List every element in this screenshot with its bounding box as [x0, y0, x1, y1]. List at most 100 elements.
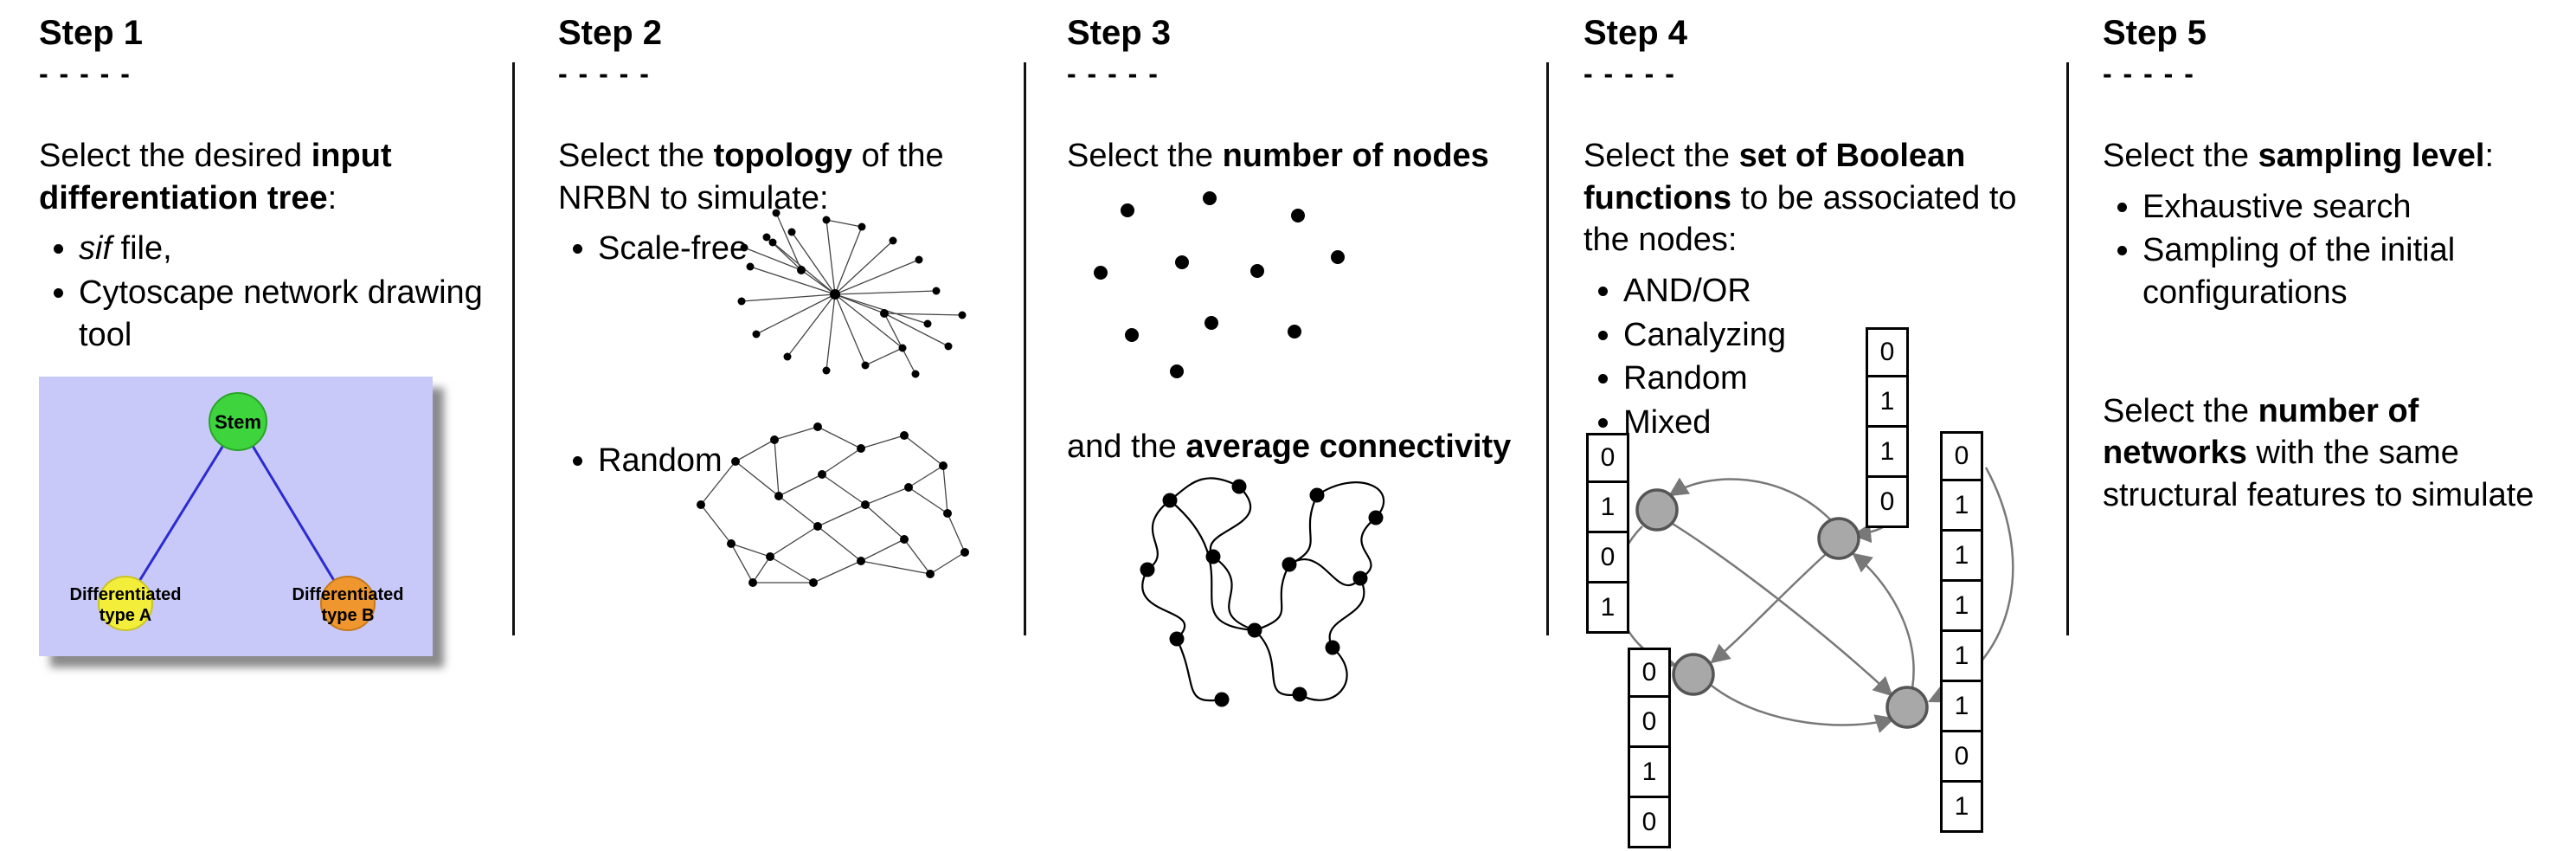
truth-table-cell: 1: [1586, 483, 1629, 533]
step5-bullet-list: Exhaustive searchSampling of the initial…: [2103, 186, 2562, 314]
truth-table-cell: 0: [1628, 798, 1671, 848]
step4-bullet-list: AND/ORCanalyzingRandomMixed: [1584, 270, 2054, 444]
truth-table-cell: 0: [1586, 533, 1629, 583]
instruction-text: with the same structural features to sim…: [2103, 435, 2534, 513]
stem-node: [209, 392, 267, 452]
step1-instruction: Select the desired input differentiation…: [39, 135, 491, 219]
step2-dashes: - - - - -: [558, 58, 651, 89]
random-network-graphic: [697, 422, 969, 587]
column-divider: [1024, 62, 1026, 635]
instruction-text: :: [2484, 138, 2495, 174]
instruction-text: of the NRBN to simulate:: [558, 138, 944, 216]
step1-bullet-list: sif file, Cytoscape network drawing tool: [39, 228, 491, 356]
step4-dashes: - - - - -: [1584, 58, 1676, 89]
network-arrow: [1711, 685, 1896, 733]
step3-title: Step 3: [1067, 14, 1172, 52]
truth-table-cell: 1: [1940, 682, 1983, 732]
step1-dashes: - - - - -: [39, 58, 132, 89]
boolean-node: [1885, 686, 1929, 729]
column-divider: [1546, 62, 1549, 635]
instruction-text: Select the: [558, 138, 714, 174]
step3-instruction: Select the number of nodes: [1067, 135, 1537, 177]
truth-table-cell: 0: [1940, 732, 1983, 783]
instruction-text: Select the: [1067, 138, 1223, 174]
tree-edge: [124, 421, 240, 604]
list-item-text: Cytoscape network drawing tool: [79, 274, 483, 353]
list-item-text: Random: [598, 442, 723, 479]
instruction-bold: set of Boolean functions: [1584, 138, 1966, 216]
list-item: Random: [598, 440, 723, 482]
type-a-node: [98, 576, 153, 632]
instruction-text: Select the: [1584, 138, 1739, 174]
step4-instruction: Select the set of Boolean functions to b…: [1584, 135, 2054, 261]
type-b-label-line2: type B: [321, 606, 374, 625]
truth-table-cell: 1: [1866, 377, 1909, 428]
tree-edge: [236, 421, 350, 604]
network-arrow: [1672, 522, 1893, 697]
list-item-text: file,: [112, 230, 172, 268]
step2-column: Step 2 - - - - - Select the topology of …: [515, 0, 1025, 851]
sif-italic: sif: [79, 230, 112, 268]
differentiation-tree-graphic: Stem Differentiated type A Differentiate…: [70, 392, 404, 632]
boolean-node: [1817, 517, 1860, 560]
network-arrow: [1668, 477, 1831, 520]
step5-dashes: - - - - -: [2103, 58, 2195, 89]
step1-column: Step 1 - - - - - Select the desired inpu…: [0, 0, 515, 851]
list-item: Canalyzing: [1623, 314, 2054, 357]
list-item: Random: [1623, 358, 2054, 400]
truth-table-cell: 0: [1628, 698, 1671, 748]
instruction-text: :: [327, 179, 337, 216]
step3-dashes: - - - - -: [1067, 58, 1160, 89]
step2-instruction: Select the topology of the NRBN to simul…: [558, 135, 1010, 219]
truth-table-cell: 0: [1940, 431, 1983, 481]
instruction-bold: average connectivity: [1185, 429, 1512, 465]
type-b-node: [320, 576, 376, 632]
truth-table-cell: 0: [1866, 327, 1909, 377]
column-divider: [512, 62, 515, 635]
step4-title: Step 4: [1584, 14, 1688, 52]
type-a-label-line2: type A: [100, 606, 151, 625]
instruction-bold: sampling level: [2258, 138, 2485, 174]
list-item: Exhaustive search: [2142, 186, 2562, 229]
instruction-bold: number of networks: [2103, 392, 2419, 472]
list-item: sif file,: [79, 228, 491, 270]
truth-table-cell: 0: [1586, 433, 1629, 483]
instruction-bold: topology: [713, 138, 852, 174]
step3-column: Step 3 - - - - - Select the number of no…: [1025, 0, 1549, 851]
type-b-label-line1: Differentiated: [292, 585, 404, 604]
step3-connectivity-text: and the average connectivity: [1067, 426, 1511, 468]
step5-networks-text: Select the number of networks with the s…: [2103, 390, 2562, 517]
boolean-node: [1672, 653, 1715, 696]
instruction-bold: input differentiation tree: [39, 138, 392, 216]
instruction-text: and the: [1067, 429, 1186, 465]
connectivity-network-graphic: [1140, 477, 1385, 707]
truth-table-cell: 1: [1940, 532, 1983, 582]
truth-table-cell: 0: [1628, 648, 1671, 698]
step2-bullet-random: Random: [558, 438, 723, 484]
instruction-bold: number of nodes: [1222, 138, 1489, 174]
network-arrow: [1852, 552, 1915, 689]
step2-bullet-scale-free: Scale-free: [558, 228, 1010, 270]
instruction-text: to be associated to the nodes:: [1584, 179, 2017, 259]
step5-title: Step 5: [2103, 14, 2207, 52]
instruction-text: Select the desired: [39, 138, 312, 174]
type-a-label-line1: Differentiated: [70, 585, 182, 604]
step2-title: Step 2: [558, 14, 663, 52]
step1-title: Step 1: [39, 14, 144, 52]
list-item: Cytoscape network drawing tool: [79, 272, 491, 356]
differentiation-tree-image: Stem Differentiated type A Differentiate…: [39, 377, 433, 657]
step4-column: Step 4 - - - - - Select the set of Boole…: [1549, 0, 2068, 851]
truth-table-cell: 1: [1628, 748, 1671, 798]
truth-table-cell: 1: [1940, 582, 1983, 632]
truth-table-cell: 1: [1940, 783, 1983, 833]
column-divider: [2066, 62, 2069, 635]
instruction-text: Select the: [2103, 138, 2258, 174]
scale-free-network-graphic: [737, 209, 967, 378]
list-item: Scale-free: [598, 228, 1010, 270]
list-item-text: Scale-free: [598, 230, 748, 268]
